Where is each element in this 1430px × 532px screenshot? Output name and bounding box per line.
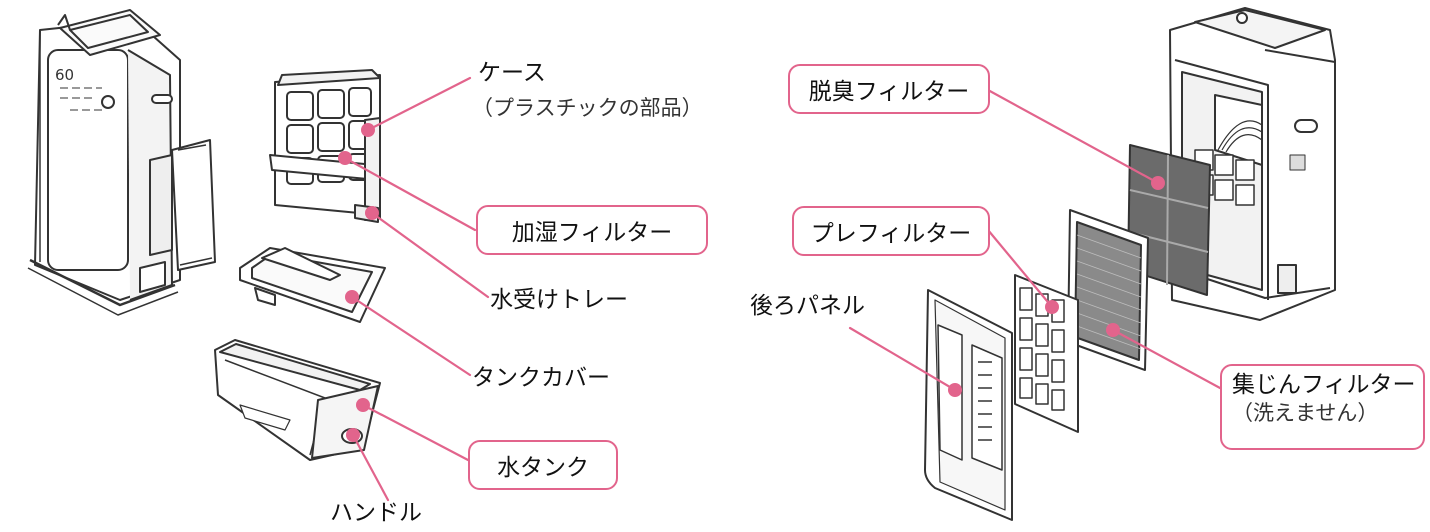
water-tray-label: 水受けトレー <box>490 287 628 313</box>
water-tray-illustration <box>239 247 386 323</box>
pre-filter-illustration <box>1014 274 1079 433</box>
humidify-filter-label: 加湿フィルター <box>476 205 708 255</box>
handle-label: ハンドル <box>330 500 422 526</box>
water-tank-illustration <box>214 339 381 461</box>
dust-filter-note: （洗えません） <box>1232 400 1379 425</box>
leader-dots <box>338 123 1165 442</box>
case-note: （プラスチックの部品） <box>472 96 703 120</box>
deodorize-filter-label: 脱臭フィルター <box>788 64 990 114</box>
back-panel-label: 後ろパネル <box>750 293 865 319</box>
humidifier-unit-front <box>27 9 216 316</box>
display-reading: 60 <box>55 66 74 84</box>
dust-filter-label-box: 集じんフィルター （洗えません） <box>1220 364 1425 450</box>
dust-filter-illustration <box>1067 209 1149 371</box>
pre-filter-label: プレフィルター <box>792 206 990 256</box>
water-tank-label: 水タンク <box>468 440 618 490</box>
leader-lines <box>343 76 1222 502</box>
tank-cover-label: タンクカバー <box>472 365 610 391</box>
humidifying-filter-illustration <box>269 69 381 223</box>
dust-filter-label: 集じんフィルター <box>1232 372 1416 398</box>
case-label: ケース <box>478 60 546 86</box>
back-panel-illustration <box>924 289 1013 521</box>
